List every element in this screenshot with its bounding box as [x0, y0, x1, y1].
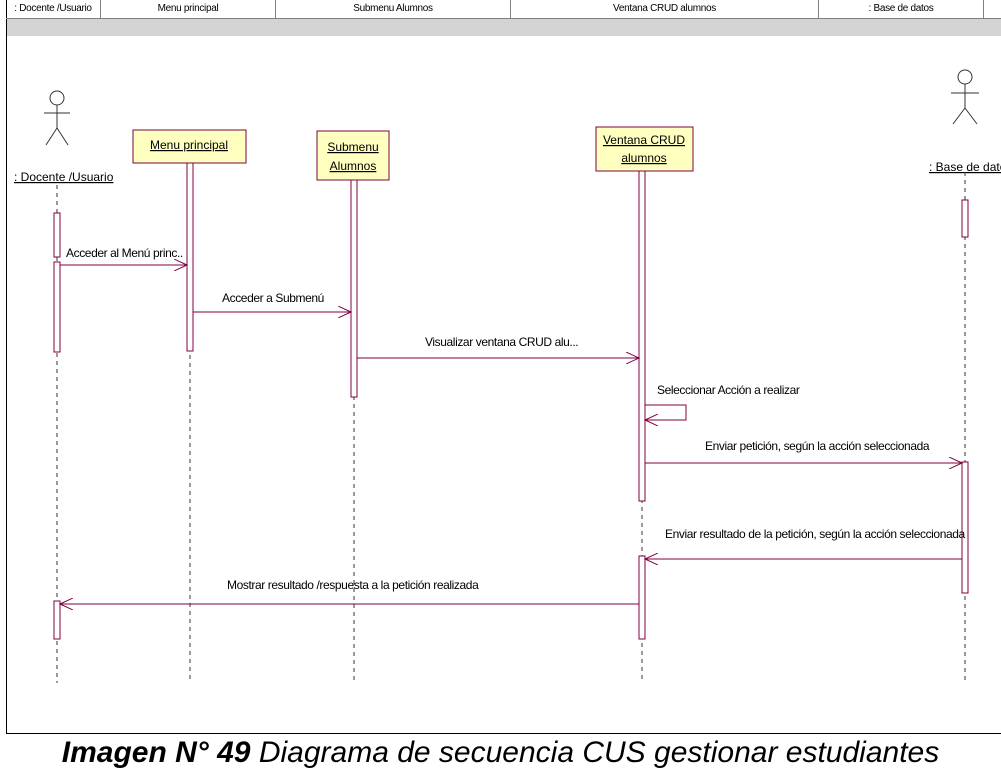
actor-base-de-datos	[951, 69, 979, 125]
header-cell-menu: Menu principal	[101, 0, 276, 19]
activation-docente-1	[53, 212, 61, 258]
figure-caption: Imagen N° 49 Diagrama de secuencia CUS g…	[0, 735, 1001, 771]
activation-docente-3	[53, 600, 61, 640]
message-label-7: Mostrar resultado /respuesta a la petici…	[227, 578, 479, 592]
message-arrow-4-self	[645, 404, 687, 420]
message-label-1: Acceder al Menú princ..	[66, 246, 183, 260]
message-label-2: Acceder a Submenú	[222, 291, 324, 305]
lifeline-label-docente: : Docente /Usuario	[14, 170, 114, 184]
message-label-6: Enviar resultado de la petición, según l…	[665, 527, 966, 541]
object-ventana-crud: Ventana CRUD alumnos	[595, 126, 694, 172]
activation-base-1	[961, 199, 969, 238]
diagram-frame	[6, 0, 1001, 734]
activation-ventana-2	[638, 555, 646, 640]
sequence-diagram: : Docente /Usuario : Base de datos Menu …	[14, 69, 1001, 683]
object-label-submenu-line1: Submenu	[327, 140, 378, 154]
header-cell-ventana: Ventana CRUD alumnos	[511, 0, 819, 19]
header-row: : Docente /Usuario Menu principal Submen…	[6, 0, 1001, 19]
object-label-ventana-line2: alumnos	[621, 151, 666, 165]
object-menu-principal: Menu principal	[132, 129, 247, 164]
activation-docente-2	[53, 261, 61, 353]
activation-menu	[186, 162, 194, 352]
object-submenu-alumnos: Submenu Alumnos	[316, 130, 390, 181]
header-cell-base: : Base de datos	[819, 0, 984, 19]
caption-number: Imagen N° 49	[61, 736, 251, 769]
message-label-3: Visualizar ventana CRUD alu...	[425, 335, 578, 349]
header-cell-docente: : Docente /Usuario	[6, 0, 101, 19]
message-label-4: Seleccionar Acción a realizar	[657, 383, 800, 397]
header-grey-strip	[7, 19, 1001, 36]
object-label-submenu-line2: Alumnos	[330, 159, 377, 173]
activation-ventana-1	[638, 170, 646, 502]
message-label-5: Enviar petición, según la acción selecci…	[705, 439, 930, 453]
caption-text: Diagrama de secuencia CUS gestionar estu…	[250, 736, 940, 769]
activation-submenu	[350, 179, 358, 398]
object-label-menu: Menu principal	[150, 138, 228, 152]
actor-docente	[44, 90, 70, 146]
activation-base-2	[961, 461, 969, 594]
header-cell-submenu: Submenu Alumnos	[276, 0, 511, 19]
object-label-ventana-line1: Ventana CRUD	[603, 133, 685, 147]
lifeline-label-base-de-datos: : Base de datos	[929, 160, 1001, 174]
